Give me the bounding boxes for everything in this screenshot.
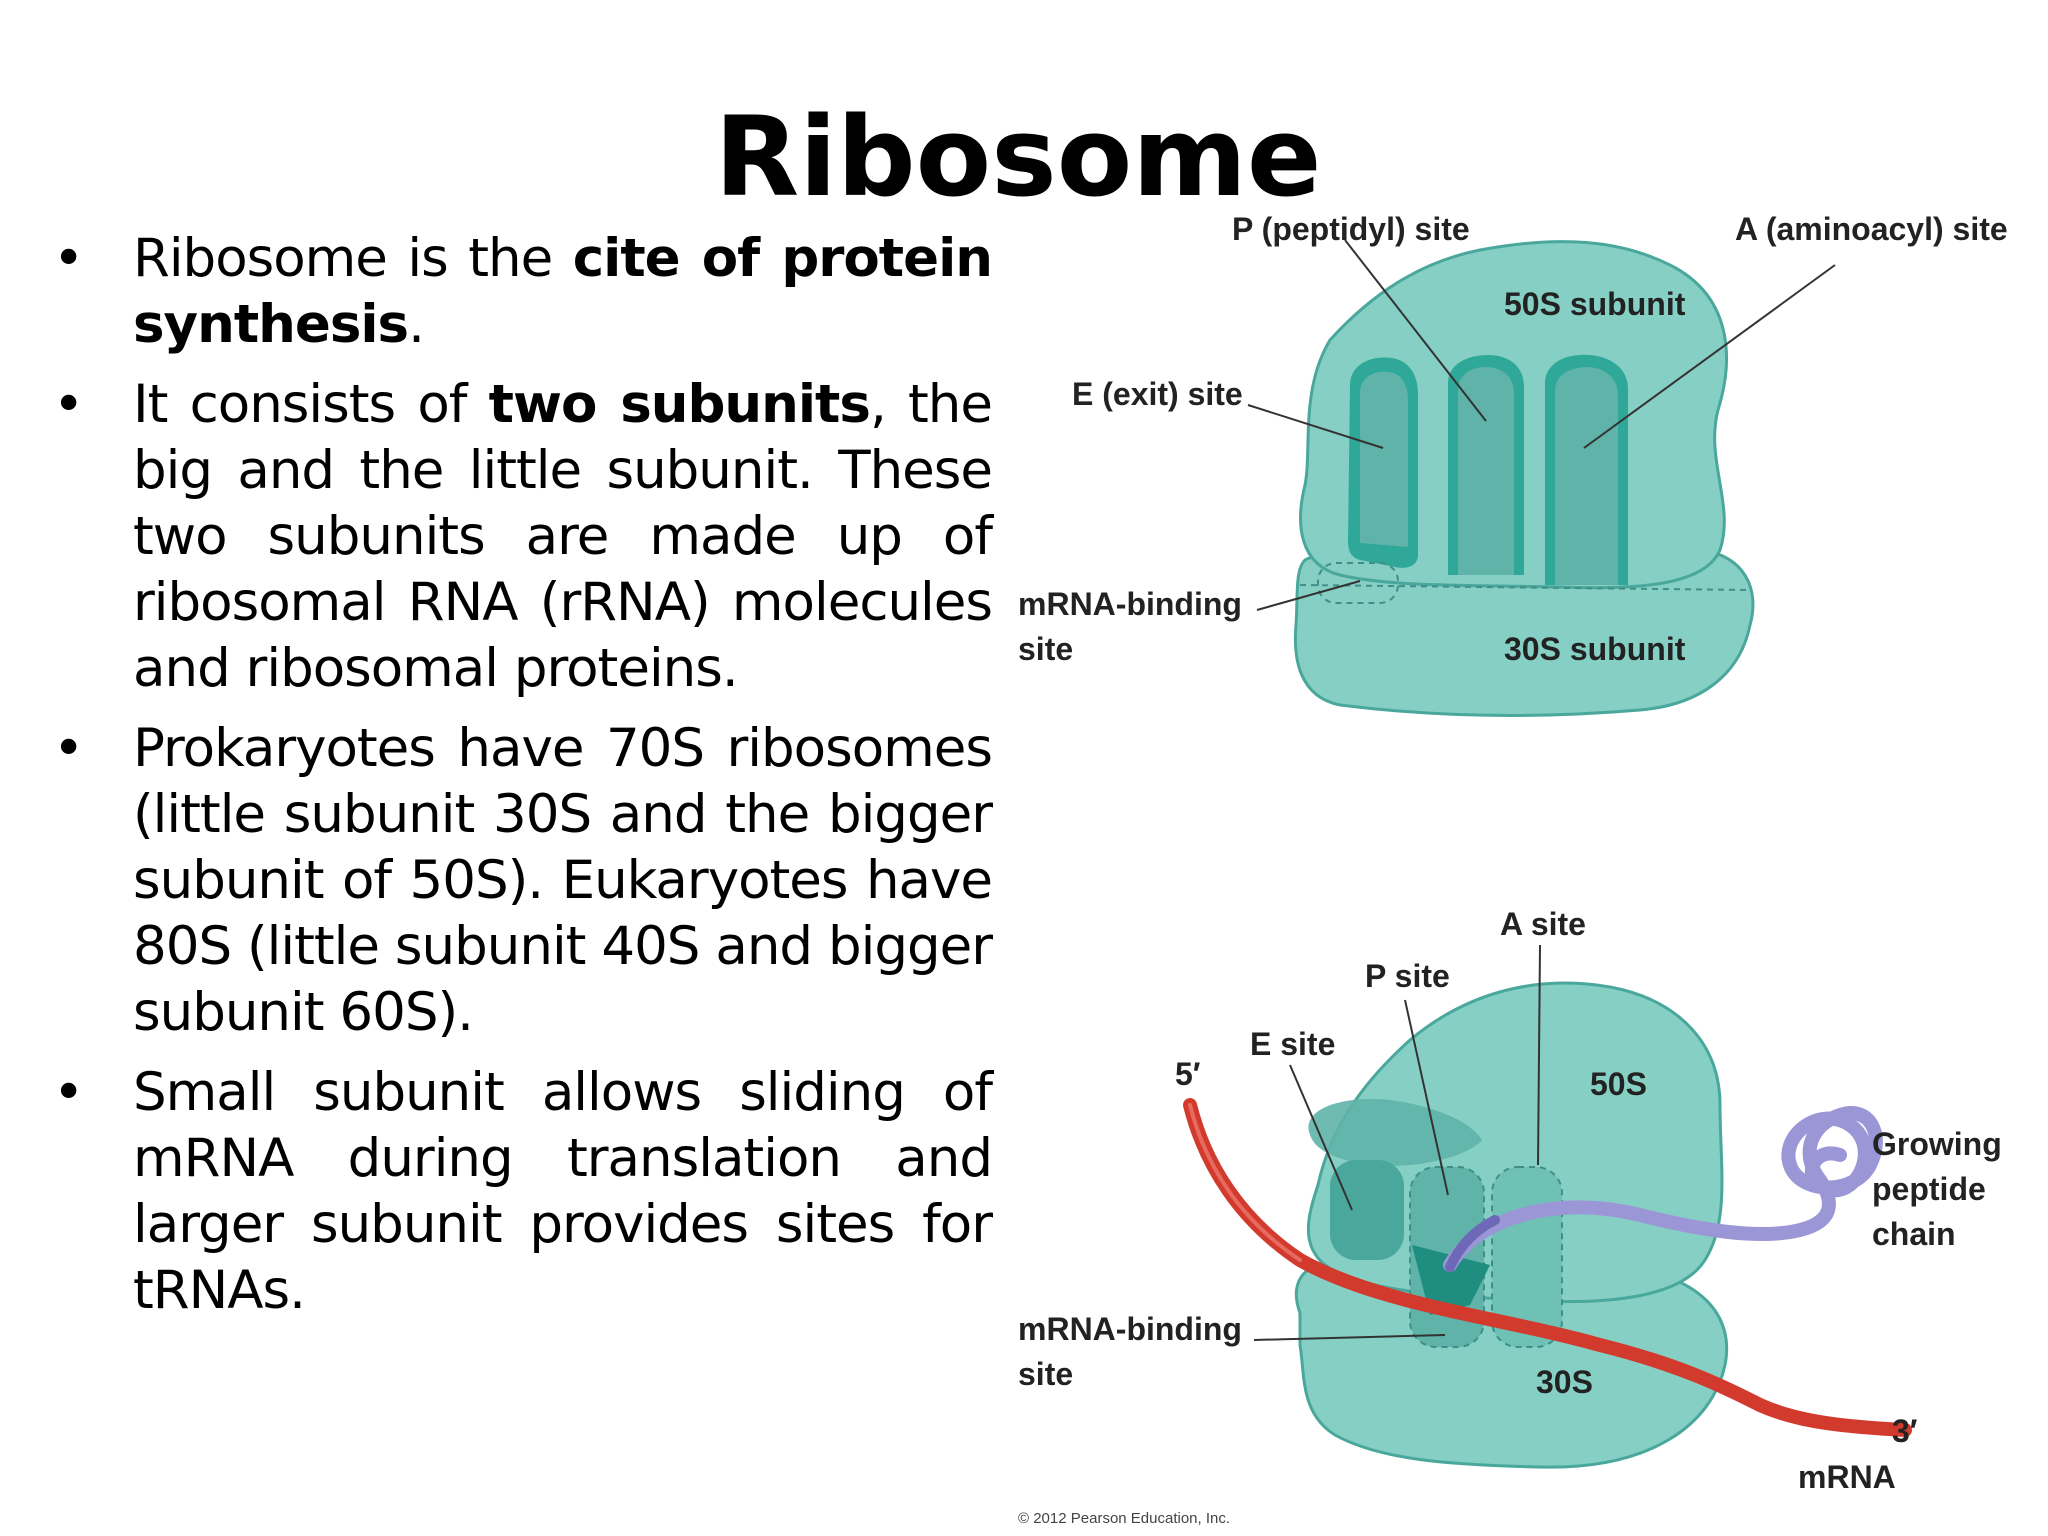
slide-title: Ribosome xyxy=(714,93,1322,221)
label-p-site: P site xyxy=(1365,958,1450,994)
bullet-bold-text: cite of protein synthesis xyxy=(133,228,993,355)
e-site-tunnel xyxy=(1348,357,1418,568)
label-30s-subunit: 30S subunit xyxy=(1504,631,1686,667)
bullet-item: • Prokaryotes have 70S ribosomes (little … xyxy=(48,716,993,1046)
bullet-item: • Small subunit allows sliding of mRNA du… xyxy=(48,1060,993,1324)
bullet-bold-text: two subunits xyxy=(488,374,871,435)
label-mrna-binding-site: site xyxy=(1018,631,1073,667)
bullet-dot: • xyxy=(53,228,84,289)
bullet-list: • Ribosome is the cite of protein synthes… xyxy=(48,226,993,1338)
bullet-text: It consists of two subunits, the big and… xyxy=(133,374,993,699)
label-3-prime: 3′ xyxy=(1892,1413,1918,1449)
e-site-pocket xyxy=(1330,1160,1404,1260)
ribosome-figure: P (peptidyl) site A (aminoacyl) site 50S… xyxy=(1018,211,2008,1527)
bullet-text-run: Ribosome is the xyxy=(133,228,573,289)
tunnel-shadow xyxy=(1412,1245,1490,1315)
bullet-text-run: Small subunit allows sliding of mRNA dur… xyxy=(133,1062,993,1321)
label-30s: 30S xyxy=(1536,1364,1593,1400)
a-site-tunnel xyxy=(1545,354,1628,585)
label-e-site: E (exit) site xyxy=(1072,376,1243,412)
leader-e-site xyxy=(1289,1064,1353,1211)
leader-p-site xyxy=(1404,999,1449,1196)
label-peptide: peptide xyxy=(1872,1171,1986,1207)
ribosome-bottom-diagram: A site P site E site 5′ 50S Growing pept… xyxy=(1018,906,2002,1527)
ribosome-top-diagram: P (peptidyl) site A (aminoacyl) site 50S… xyxy=(1018,211,2008,717)
label-mrna: mRNA xyxy=(1798,1459,1896,1495)
bullet-text-run: , the big and the little subunit. These … xyxy=(133,374,993,699)
label-mrna-binding-site: site xyxy=(1018,1356,1073,1392)
label-50s: 50S xyxy=(1590,1066,1647,1102)
bullet-text-run: . xyxy=(408,294,425,355)
mrna-highlight xyxy=(1188,1103,1302,1262)
bullet-item: • Ribosome is the cite of protein synthes… xyxy=(48,226,993,358)
leader-mrna-binding xyxy=(1253,1334,1446,1341)
leader-a-site xyxy=(1583,264,1836,449)
leader-p-site xyxy=(1344,239,1487,422)
bullet-text: Prokaryotes have 70S ribosomes (little s… xyxy=(133,718,993,1043)
bullet-text-run: Prokaryotes have 70S ribosomes (little s… xyxy=(133,718,993,1043)
p-site-tunnel xyxy=(1448,355,1524,575)
label-5-prime: 5′ xyxy=(1175,1056,1201,1092)
bullet-dot: • xyxy=(53,1062,84,1123)
label-mrna-binding: mRNA-binding xyxy=(1018,1311,1242,1347)
label-growing: Growing xyxy=(1872,1126,2002,1162)
label-a-site: A site xyxy=(1500,906,1586,942)
mrna-groove-line xyxy=(1299,584,1749,591)
peptide-trna-link xyxy=(1445,1215,1500,1272)
bullet-text: Ribosome is the cite of protein synthesi… xyxy=(133,228,993,355)
label-50s-subunit: 50S subunit xyxy=(1504,286,1686,322)
label-a-site: A (aminoacyl) site xyxy=(1735,211,2008,247)
label-p-site: P (peptidyl) site xyxy=(1232,211,1470,247)
leader-mrna-binding xyxy=(1256,580,1361,611)
label-mrna-binding: mRNA-binding xyxy=(1018,586,1242,622)
bullet-dot: • xyxy=(53,718,84,779)
leader-e-site xyxy=(1247,404,1384,449)
copyright-notice: © 2012 Pearson Education, Inc. xyxy=(1018,1510,1230,1527)
label-e-site: E site xyxy=(1250,1026,1335,1062)
label-chain: chain xyxy=(1872,1216,1956,1252)
mrna-binding-outline xyxy=(1317,562,1399,604)
bullet-dot: • xyxy=(53,374,84,435)
bullet-text-run: It consists of xyxy=(133,374,489,435)
leader-a-site xyxy=(1537,944,1541,1166)
peptide-chain xyxy=(1443,1106,1883,1272)
bullet-item: • It consists of two subunits, the big an… xyxy=(48,372,993,702)
bullet-text: Small subunit allows sliding of mRNA dur… xyxy=(133,1062,993,1321)
